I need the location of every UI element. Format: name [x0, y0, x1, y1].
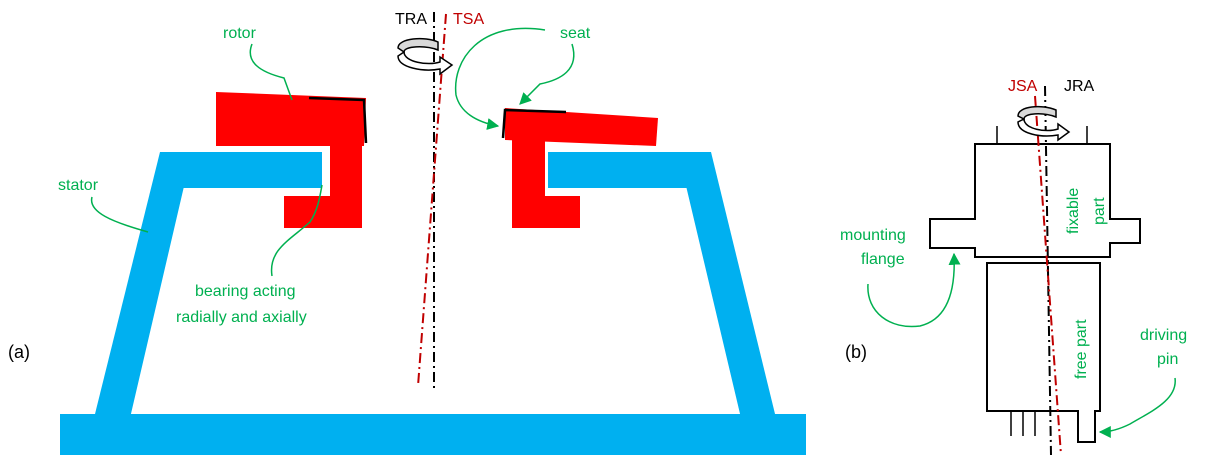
tra-label: TRA: [395, 11, 427, 28]
seat-leader-right: [519, 43, 575, 105]
bearing-label-line1: bearing acting: [195, 283, 296, 300]
panel-a: TRA TSA rotor seat stator bearing acting…: [8, 11, 806, 455]
flange-leader: [867, 252, 961, 328]
panel-b: JSA JRA fixable part free part mounting …: [840, 78, 1187, 455]
flange-label-line2: flange: [861, 251, 905, 268]
stator-left-arm: [165, 152, 322, 188]
stator-base: [60, 414, 806, 455]
stator-left-leg: [94, 152, 192, 418]
rotation-arrow-icon: [397, 37, 454, 76]
seat-line-left: [308, 96, 368, 144]
jra-label: JRA: [1064, 78, 1095, 95]
stator-leader: [90, 196, 149, 233]
bearing-label-line2: radially and axially: [176, 309, 307, 326]
rotor-leader: [249, 43, 293, 101]
seat-label: seat: [560, 25, 591, 42]
free-label: free part: [1073, 319, 1090, 379]
rotation-arrow-icon-b: [1017, 105, 1071, 142]
stator-right-leg: [678, 152, 776, 418]
fixable-label-line2: part: [1091, 197, 1108, 225]
seat-line-right: [501, 108, 567, 139]
pin-label-line1: driving: [1140, 327, 1187, 344]
pin-leader: [1098, 377, 1176, 438]
stator-label: stator: [58, 177, 99, 194]
stator-right-arm: [548, 152, 708, 188]
rotor-right-body: [505, 140, 580, 228]
tsa-axis: [417, 13, 447, 387]
rotor-right-top: [505, 108, 658, 146]
tsa-label: TSA: [453, 11, 484, 28]
flange-label-line1: mounting: [840, 227, 906, 244]
pin-label-line2: pin: [1157, 351, 1178, 368]
bearing-leader: [270, 184, 323, 277]
jsa-label: JSA: [1008, 78, 1038, 95]
fixable-label-line1: fixable: [1065, 188, 1082, 234]
rotor-left-top: [216, 92, 366, 146]
panel-b-label: (b): [845, 342, 867, 362]
free-part: [986, 262, 1101, 443]
seat-leader-left: [454, 27, 546, 130]
rotor-left-body: [284, 146, 362, 228]
rotor-label: rotor: [223, 25, 257, 42]
fixable-part: [929, 143, 1141, 258]
panel-a-label: (a): [8, 342, 30, 362]
